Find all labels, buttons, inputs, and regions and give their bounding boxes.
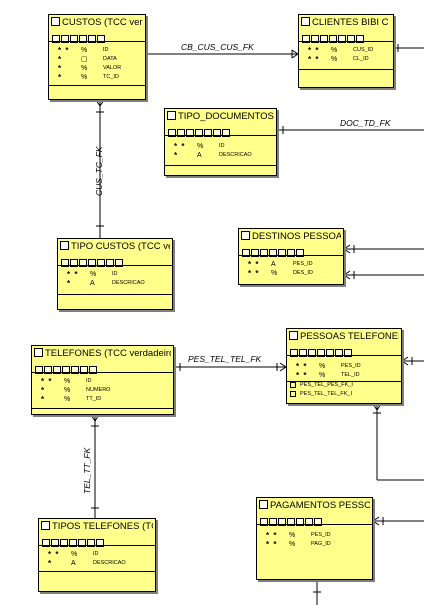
entity-toolbar[interactable] xyxy=(35,361,98,374)
rel-label-cus-tc: CUS_TC_FK xyxy=(94,146,104,196)
column-name: ID xyxy=(112,271,118,277)
column-name: TEL_ID xyxy=(341,372,360,378)
column-name: TT_ID xyxy=(86,396,102,402)
table-icon xyxy=(259,500,268,509)
column-name: DESCRICAO xyxy=(112,280,145,286)
column-name: NUMERO xyxy=(86,387,111,393)
entity-title: TIPOS TELEFONES (TC xyxy=(52,521,153,532)
entity-toolbar[interactable] xyxy=(302,30,365,43)
table-icon xyxy=(241,231,250,240)
entity-title: PAGAMENTOS PESSOA xyxy=(270,500,370,511)
entity-telefones[interactable]: TELEFONES (TCC verdadeiro * *%ID *%NUMER… xyxy=(31,345,174,415)
index-icon xyxy=(290,391,296,397)
column-name: CL_ID xyxy=(353,56,369,62)
entity-toolbar[interactable] xyxy=(168,124,231,137)
entity-toolbar[interactable] xyxy=(290,344,353,357)
index-icon xyxy=(290,382,296,388)
entity-title: CLIENTES BIBI C xyxy=(312,17,389,28)
index-name: PES_TEL_PES_FK_I xyxy=(300,382,353,388)
column-name: VALOR xyxy=(103,65,122,71)
table-icon xyxy=(289,331,298,340)
entity-toolbar[interactable] xyxy=(52,30,106,43)
entity-title: TELEFONES (TCC verdadeiro xyxy=(45,348,171,359)
column-name: DESCRICAO xyxy=(219,152,252,158)
table-icon xyxy=(51,17,60,26)
entity-title: TIPO CUSTOS (TCC ve xyxy=(71,241,170,252)
rel-label-cb-cus-cus: CB_CUS_CUS_FK xyxy=(181,42,254,52)
entity-title: TIPO_DOCUMENTOS ( xyxy=(178,111,274,122)
entity-title: DESTINOS PESSOAS xyxy=(252,231,341,242)
entity-title: CUSTOS (TCC ver xyxy=(62,17,143,28)
entity-pessoas-telefones[interactable]: PESSOAS TELEFONES * *%PES_ID * *%TEL_ID … xyxy=(286,328,402,404)
column-name: TC_ID xyxy=(103,74,119,80)
column-name: PES_ID xyxy=(293,261,313,267)
table-icon xyxy=(301,17,310,26)
rel-label-doc-td: DOC_TD_FK xyxy=(340,118,391,128)
table-icon xyxy=(34,348,43,357)
column-name: ID xyxy=(93,551,99,557)
entity-toolbar[interactable] xyxy=(61,254,124,267)
column-name: ID xyxy=(103,47,109,53)
table-icon xyxy=(41,521,50,530)
entity-toolbar[interactable] xyxy=(42,534,105,547)
entity-clientes[interactable]: CLIENTES BIBI C * *%CUS_ID * *%CL_ID xyxy=(298,14,394,88)
column-name: PAG_ID xyxy=(311,541,331,547)
column-name: ID xyxy=(219,143,225,149)
index-name: PES_TEL_TEL_FK_I xyxy=(300,391,352,397)
entity-title: PESSOAS TELEFONES xyxy=(300,331,399,342)
column-name: DES_ID xyxy=(293,270,313,276)
rel-label-pes-tel-tel: PES_TEL_TEL_FK xyxy=(188,354,262,364)
table-icon xyxy=(60,241,69,250)
column-name: PES_ID xyxy=(311,532,331,538)
column-name: DESCRICAO xyxy=(93,560,126,566)
entity-toolbar[interactable] xyxy=(242,244,305,257)
column-name: DATA xyxy=(103,56,117,62)
column-name: PES_ID xyxy=(341,363,361,369)
entity-toolbar[interactable] xyxy=(260,513,323,526)
column-name: CUS_ID xyxy=(353,47,374,53)
entity-custos[interactable]: CUSTOS (TCC ver * *%ID *▢DATA *%VALOR *%… xyxy=(48,14,146,100)
entity-pagamentos-pessoa[interactable]: PAGAMENTOS PESSOA * *%PES_ID * *%PAG_ID xyxy=(256,497,373,580)
table-icon xyxy=(167,111,176,120)
rel-label-tel-tt: TEL_TT_FK xyxy=(82,447,92,494)
column-name: ID xyxy=(86,378,92,384)
